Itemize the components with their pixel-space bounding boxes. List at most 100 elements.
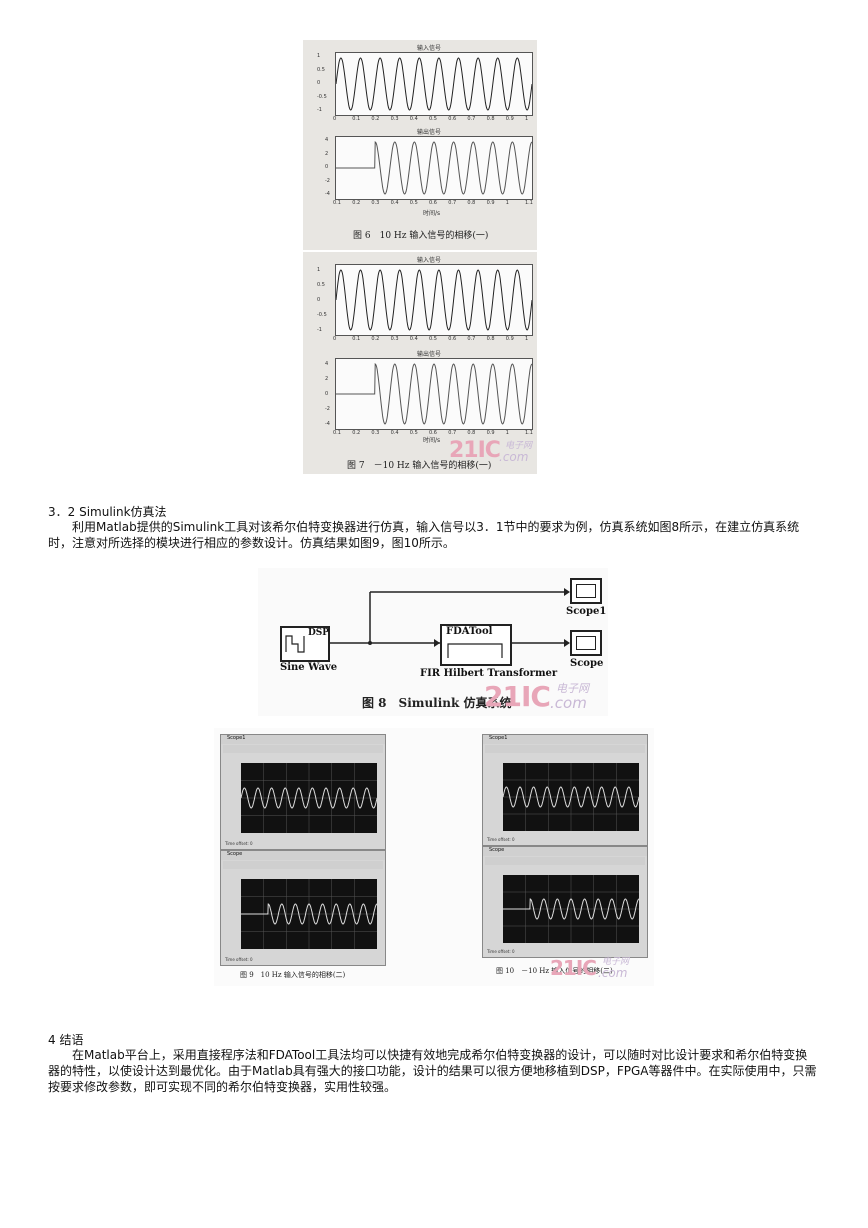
fig6-input-xtick: 0.2 bbox=[371, 116, 380, 122]
fig8-wires bbox=[330, 588, 570, 647]
fig7-output-series bbox=[336, 362, 533, 425]
fig10-scope-window[interactable]: Scope Time offset: 0 bbox=[482, 846, 648, 958]
filter-response-icon bbox=[447, 643, 503, 658]
fig7-output-xtick: 1 bbox=[505, 430, 509, 436]
fig6-output-xtick: 1.1 bbox=[525, 200, 533, 206]
section-3-2-paragraph: 利用Matlab提供的Simulink工具对该希尔伯特变换器进行仿真，输入信号以… bbox=[48, 519, 818, 551]
fig7-output-xtick: 0.5 bbox=[409, 430, 418, 436]
fig7-input-series bbox=[335, 269, 533, 331]
fig6-input-series bbox=[335, 57, 533, 111]
fig9-scope-foot: Time offset: 0 bbox=[225, 957, 253, 962]
fig9-caption: 图 9 10 Hz 输入信号的相移(二) bbox=[240, 971, 346, 979]
fig7-input-title: 输入信号 bbox=[417, 257, 442, 264]
scope-block[interactable] bbox=[570, 630, 602, 656]
fig9-scope-toolbar[interactable] bbox=[223, 861, 383, 869]
fig6-output-xtick: 0.5 bbox=[409, 200, 418, 206]
fig8-watermark-sub: 电子网 bbox=[556, 682, 589, 695]
fig6-xlabel: 时间/s bbox=[423, 210, 441, 217]
fig7-input-xtick: 0.1 bbox=[352, 336, 361, 342]
section-4-paragraph: 在Matlab平台上，采用直接程序法和FDATool工具法均可以快捷有效地完成希… bbox=[48, 1047, 818, 1095]
fig6-output-xtick: 0.8 bbox=[467, 200, 476, 206]
fig7-output-xtick: 0.4 bbox=[390, 430, 399, 436]
scope1-screen-icon bbox=[576, 584, 596, 598]
fig7-output-ytick: 2 bbox=[325, 376, 329, 382]
fig10-watermark-brand: 21IC bbox=[550, 956, 597, 980]
fig6-output-ytick: -4 bbox=[325, 191, 330, 197]
fig6-output-xtick: 0.6 bbox=[429, 200, 437, 206]
fig10-scope-toolbar[interactable] bbox=[485, 857, 645, 865]
sine-wave-block[interactable]: DSP bbox=[280, 626, 330, 662]
fir-hilbert-block-inner: FDATool bbox=[446, 626, 493, 637]
fig6-input-ytick: -1 bbox=[317, 107, 322, 113]
figures-9-10: Scope1 Time offset: 0 Scope Time offset:… bbox=[214, 728, 654, 986]
section-3-2-heading: 3．2 Simulink仿真法 bbox=[48, 505, 167, 519]
fig10-scope-plot bbox=[503, 875, 640, 943]
fig6-input-xtick: 0.8 bbox=[486, 116, 495, 122]
fig7-output-ytick: 4 bbox=[325, 361, 329, 367]
fig10-scope1-plot bbox=[502, 763, 640, 831]
fig10-scope1-window[interactable]: Scope1 Time offset: 0 bbox=[482, 734, 648, 846]
fig7-output-xtick: 1.1 bbox=[525, 430, 533, 436]
fig8-watermark-brand: 21IC bbox=[484, 680, 551, 713]
fig6-output-xtick: 1 bbox=[505, 200, 509, 206]
fig6-input-xtick: 0.7 bbox=[467, 116, 476, 122]
fig7-watermark-dot: .com bbox=[499, 450, 529, 464]
fig7-output-title: 输出信号 bbox=[417, 351, 442, 358]
fig9-scope-window[interactable]: Scope Time offset: 0 bbox=[220, 850, 386, 966]
fig9-scope-trace bbox=[241, 903, 378, 925]
fig7-xlabel: 时间/s bbox=[423, 437, 441, 444]
fig6-input-xtick: 0.4 bbox=[409, 116, 418, 122]
fig6-input-ytick: -0.5 bbox=[317, 93, 327, 100]
scope1-label: Scope1 bbox=[566, 606, 607, 617]
fig7-input-xtick: 0.5 bbox=[429, 336, 437, 342]
fig6-caption: 图 6 10 Hz 输入信号的相移(一) bbox=[353, 231, 489, 241]
fig6-output-xtick: 0.3 bbox=[371, 200, 380, 206]
section-4-text: 在Matlab平台上，采用直接程序法和FDATool工具法均可以快捷有效地完成希… bbox=[48, 1048, 817, 1094]
fig7-output-xtick: 0.8 bbox=[467, 430, 476, 436]
fig7-output-xtick: 0.6 bbox=[429, 430, 437, 436]
fig6-output-xtick: 0.2 bbox=[352, 200, 361, 206]
fig7-input-xtick: 0.8 bbox=[486, 336, 495, 342]
fig7-input-xtick: 1 bbox=[525, 336, 529, 342]
fig7-output-xtick: 0.7 bbox=[448, 430, 457, 436]
fig8-watermark-dot: .com bbox=[550, 694, 587, 712]
fig9-scope1-toolbar[interactable] bbox=[223, 745, 383, 753]
fig10-scope-trace bbox=[503, 898, 640, 920]
fig6-output-plot bbox=[335, 136, 533, 200]
fig9-scope1-plot bbox=[240, 763, 378, 833]
fig6-input-xtick: 0 bbox=[333, 116, 337, 122]
fig7-output-plot bbox=[335, 358, 533, 430]
fig10-scope1-trace bbox=[502, 786, 640, 808]
fig6-output-xtick: 0.7 bbox=[448, 200, 457, 206]
fig10-scope1-titlebar: Scope1 bbox=[483, 735, 647, 744]
fig6-input-ytick: 1 bbox=[317, 53, 321, 59]
fig6-input-title: 输入信号 bbox=[417, 45, 442, 52]
fig10-scope-titlebar: Scope bbox=[483, 847, 647, 856]
scope-screen-icon bbox=[576, 636, 596, 650]
fig7-input-xtick: 0.2 bbox=[371, 336, 380, 342]
fig7-output-ytick: -2 bbox=[325, 406, 330, 412]
section-4-heading: 4 结语 bbox=[48, 1033, 84, 1047]
figure-8: DSP Sine Wave FDATool FIR Hilbert Transf… bbox=[258, 568, 608, 716]
fig6-output-xtick: 0.4 bbox=[390, 200, 399, 206]
fig10-caption: 图 10 －10 Hz 输入信号的相移(二) bbox=[496, 967, 613, 975]
fig10-scope-foot: Time offset: 0 bbox=[487, 949, 515, 954]
sine-wave-icon bbox=[285, 635, 305, 653]
fig9-scope1-window[interactable]: Scope1 Time offset: 0 bbox=[220, 734, 386, 850]
fig10-scope1-toolbar[interactable] bbox=[485, 745, 645, 753]
fig7-input-ytick: -0.5 bbox=[317, 312, 327, 318]
scope-label: Scope bbox=[570, 658, 604, 669]
fig6-input-xtick: 1 bbox=[525, 116, 529, 122]
fig6-input-ytick: 0.5 bbox=[317, 66, 325, 73]
fig6-output-xtick: 0.9 bbox=[486, 200, 495, 206]
fir-hilbert-block[interactable]: FDATool bbox=[440, 624, 512, 666]
section-3-2-text: 利用Matlab提供的Simulink工具对该希尔伯特变换器进行仿真，输入信号以… bbox=[48, 520, 800, 550]
fig6-output-ytick: 4 bbox=[325, 137, 329, 143]
fig9-scope-titlebar: Scope bbox=[221, 851, 385, 860]
fig7-watermark-brand: 21IC bbox=[449, 438, 501, 463]
fig9-scope1-foot: Time offset: 0 bbox=[225, 841, 253, 846]
scope1-block[interactable] bbox=[570, 578, 602, 604]
fig6-output-ytick: 2 bbox=[325, 150, 329, 157]
fig9-scope-plot bbox=[241, 879, 378, 949]
